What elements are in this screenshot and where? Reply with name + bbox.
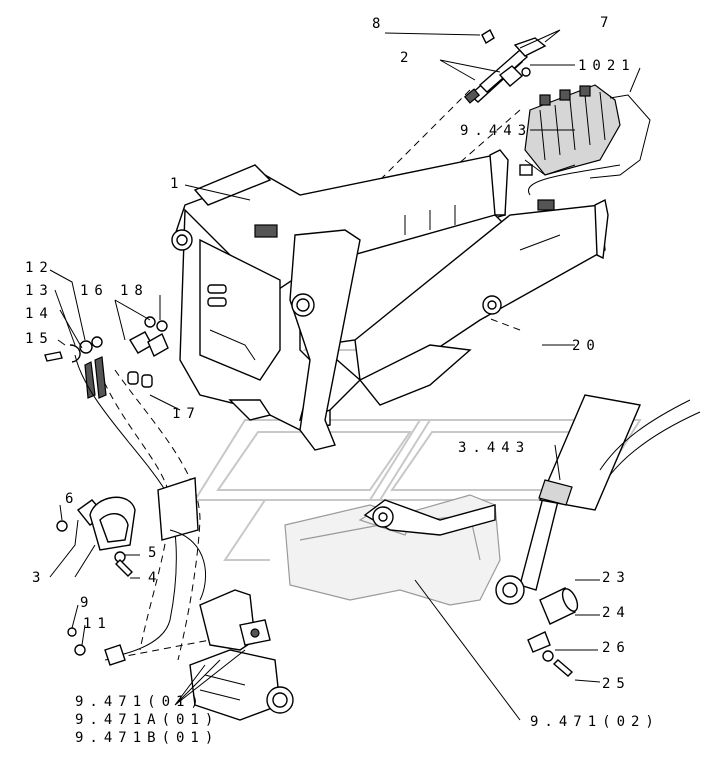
left-fittings: [44, 316, 169, 399]
callout-26: 26: [602, 640, 631, 656]
lower-valve-assembly: [189, 589, 294, 721]
callout-24: 24: [602, 605, 631, 621]
callout-6: 6: [65, 491, 79, 507]
callout-23: 23: [602, 570, 631, 586]
callout-17: 17: [172, 406, 201, 422]
callout-15: 15: [25, 331, 54, 347]
callout-labels: 8 7 2 1021 9.443 1 12 13 16 18 14 15 17 …: [25, 15, 660, 746]
callout-16: 16: [80, 283, 109, 299]
loader-frame: [171, 149, 609, 451]
callout-8: 8: [372, 16, 386, 32]
link-arm: [363, 499, 496, 536]
ground-cable: [74, 354, 206, 656]
callout-5: 5: [148, 545, 162, 561]
callout-9: 9: [80, 595, 94, 611]
callout-4: 4: [148, 570, 162, 586]
ref-9471b-01: 9.471B(01): [75, 730, 219, 746]
callout-11: 11: [83, 616, 112, 632]
callout-18: 18: [120, 283, 149, 299]
callout-25: 25: [602, 676, 631, 692]
ref-9471-02: 9.471(02): [530, 714, 660, 730]
leader-lines: [49, 29, 641, 721]
callout-1021: 1021: [578, 58, 636, 74]
callout-1: 1: [170, 176, 184, 192]
hydraulic-cylinder: [495, 394, 701, 605]
ref-3443: 3.443: [458, 440, 530, 456]
ref-9471-01: 9.471(01): [75, 694, 205, 710]
callout-3: 3: [32, 570, 46, 586]
ref-9471a-01: 9.471A(01): [75, 712, 219, 728]
callout-12: 12: [25, 260, 54, 276]
callout-2: 2: [400, 50, 414, 66]
callout-7: 7: [600, 15, 614, 31]
cable-clamp: [56, 496, 136, 666]
callout-20: 20: [572, 338, 601, 354]
callout-13: 13: [25, 283, 54, 299]
callout-14: 14: [25, 306, 54, 322]
ref-9443: 9.443: [460, 123, 532, 139]
hose-set: [463, 28, 547, 104]
pin-and-retainer: [527, 587, 579, 677]
valve-wire-harness: [519, 94, 651, 211]
